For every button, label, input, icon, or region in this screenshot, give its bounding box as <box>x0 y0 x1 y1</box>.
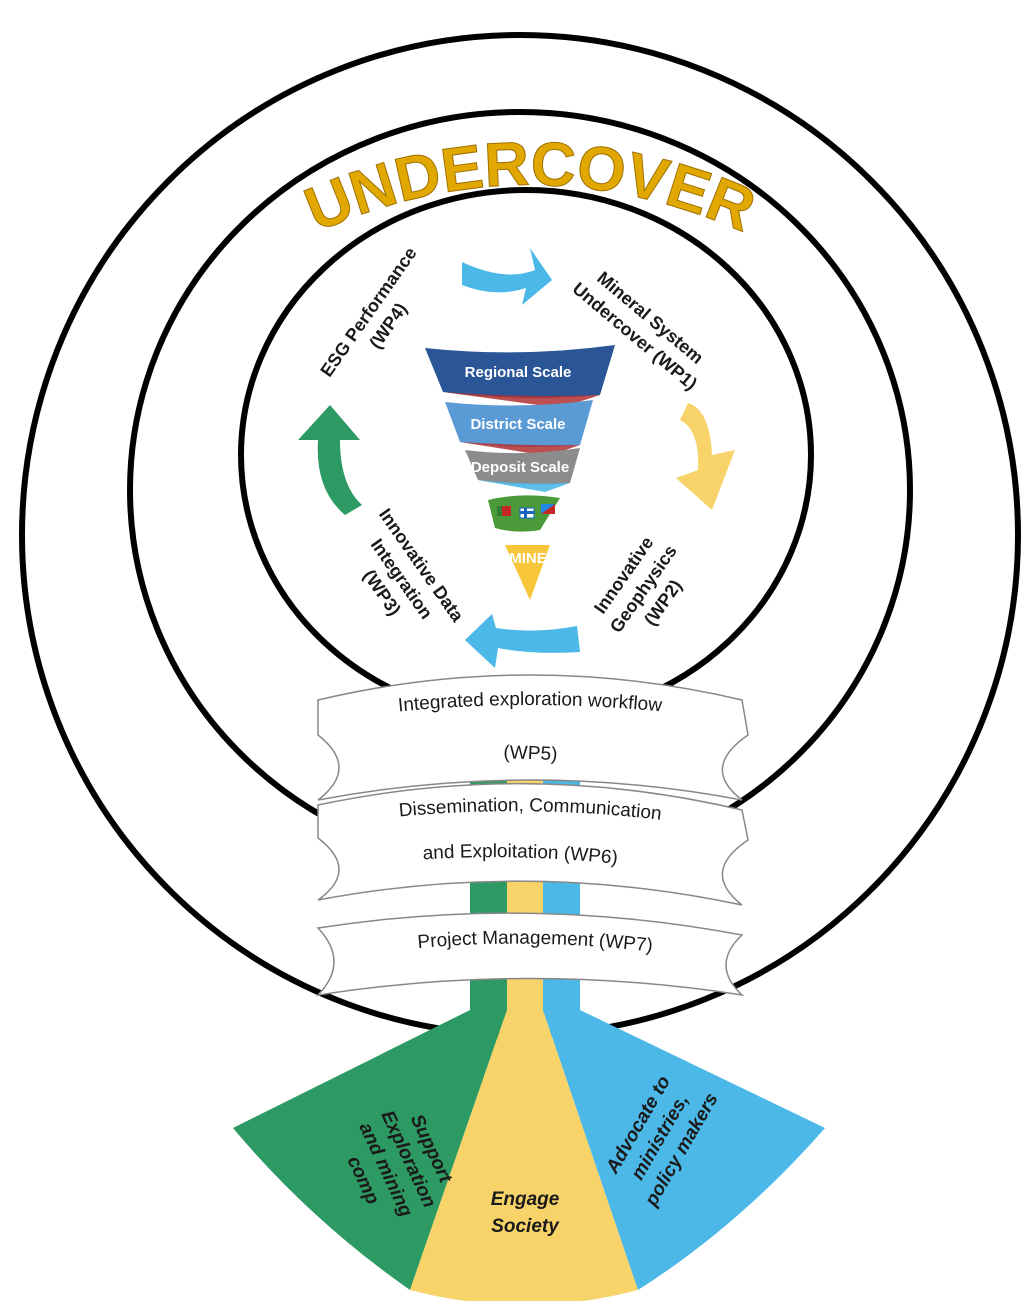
label-wp3: Innovative Data Integration (WP3) <box>359 505 468 626</box>
flag-namibia-diag <box>541 504 555 514</box>
band-wp7 <box>315 912 745 997</box>
arrow-right-yellow <box>676 403 735 510</box>
title: UNDERCOVER <box>296 130 765 246</box>
funnel-deposit <box>465 448 580 485</box>
svg-text:Society: Society <box>491 1216 560 1237</box>
funnel-regional-label: Regional Scale <box>465 364 572 381</box>
outcome-left-wedge <box>233 1010 507 1290</box>
svg-text:Engage: Engage <box>491 1189 560 1210</box>
band-wp5-line2: (WP5) <box>503 742 558 765</box>
label-wp4: ESG Performance (WP4) <box>316 244 420 381</box>
funnel-district-label: District Scale <box>470 416 565 433</box>
arrow-top-blue <box>462 248 552 305</box>
outcome-right-wedge <box>543 1010 825 1290</box>
flag-portugal-band <box>497 506 502 516</box>
flag-finland-cross-v <box>524 508 527 518</box>
funnel-mine-label: MINE <box>509 550 547 567</box>
band-wp5 <box>317 674 749 801</box>
arrow-left-green <box>298 405 362 515</box>
funnel-deposit-label: Deposit Scale <box>471 459 569 476</box>
label-wp2: Innovative Geophysics (WP2) <box>590 533 686 636</box>
arrow-bottom-blue <box>465 614 580 668</box>
outcome-middle-label: Engage Society <box>491 1189 561 1237</box>
flag-portugal <box>497 506 511 516</box>
funnel-regional <box>425 345 615 398</box>
funnel: Regional Scale District Scale Deposit Sc… <box>425 345 615 600</box>
band-wp6 <box>317 782 749 906</box>
funnel-district <box>445 400 593 447</box>
funnel-mine <box>505 545 550 600</box>
outcome-middle-wedge <box>410 1010 638 1301</box>
